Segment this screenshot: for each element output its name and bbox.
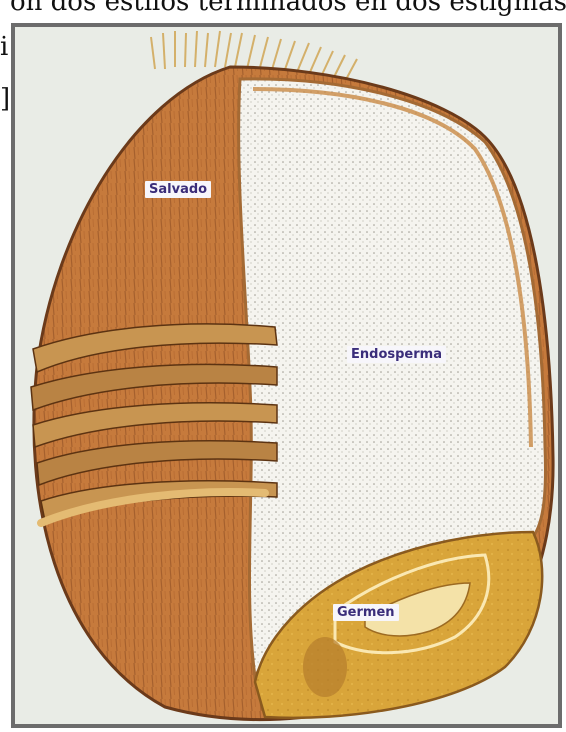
label-endosperma: Endosperma [347,346,446,363]
background-text-line-bottom: ] [0,86,10,112]
background-text-line-top: ón dos estilos terminados en dos estigma… [10,0,566,15]
rice-grain-illustration [15,27,562,728]
label-salvado: Salvado [145,181,211,198]
label-germen: Germen [333,604,399,621]
grain-diagram-frame: Salvado Endosperma Germen [11,23,562,728]
background-text-line-mid: i [0,34,8,60]
